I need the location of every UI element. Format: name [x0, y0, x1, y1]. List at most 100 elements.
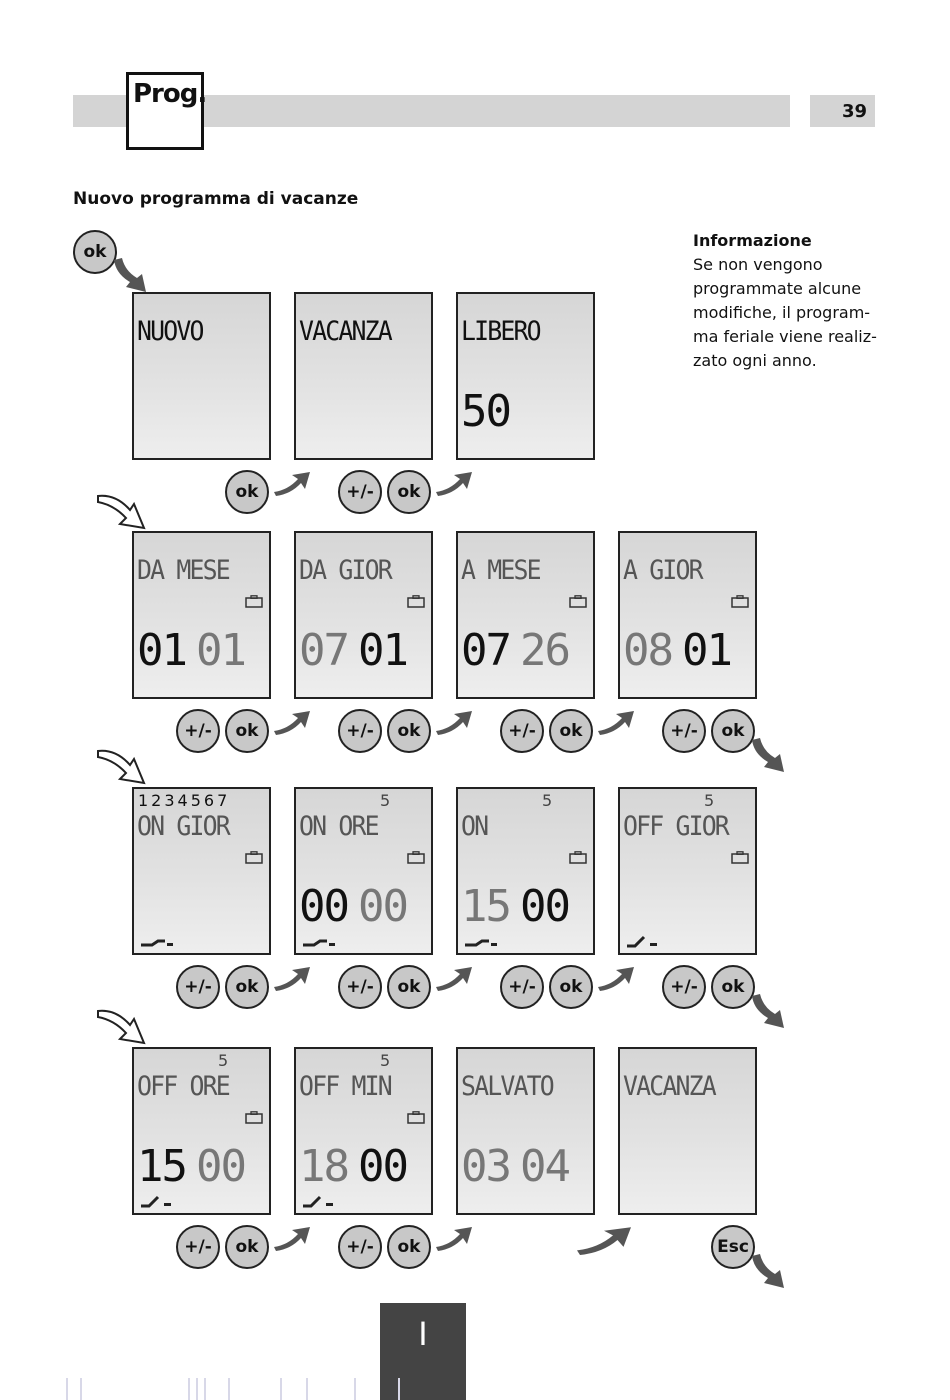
day-number: 5: [542, 791, 553, 810]
plus-minus-button[interactable]: +/-: [500, 965, 544, 1009]
day-number: 5: [380, 791, 391, 810]
lcd-digits: 26: [519, 625, 571, 676]
lcd-label: DA GIOR: [299, 555, 393, 586]
return-arrow-icon: [96, 745, 148, 787]
plus-minus-button[interactable]: +/-: [176, 1225, 220, 1269]
down-right-arrow-icon: [748, 1252, 788, 1292]
lcd-label: ON ORE: [299, 811, 380, 842]
lcd-digits: 01: [681, 625, 733, 676]
ok-button[interactable]: ok: [711, 709, 755, 753]
ok-button[interactable]: ok: [225, 709, 269, 753]
lcd-label: A MESE: [461, 555, 542, 586]
lcd-label: SALVATO: [461, 1071, 555, 1102]
lcd-digits: 07: [461, 625, 512, 676]
lcd-label: VACANZA: [623, 1071, 717, 1102]
prog-tab: Prog.: [126, 72, 207, 150]
briefcase-icon: [407, 595, 425, 608]
briefcase-icon: [731, 595, 749, 608]
right-arrow-icon: [574, 1225, 634, 1255]
plus-minus-button[interactable]: +/-: [338, 1225, 382, 1269]
ok-button[interactable]: ok: [549, 709, 593, 753]
lcd-digits: 01: [357, 625, 409, 676]
margin-mark: [66, 1378, 68, 1400]
ok-button[interactable]: ok: [387, 965, 431, 1009]
briefcase-icon: [569, 595, 587, 608]
ok-button[interactable]: ok: [225, 1225, 269, 1269]
info-line: programmate alcune: [693, 279, 862, 298]
ok-button[interactable]: ok: [225, 965, 269, 1009]
briefcase-icon: [407, 851, 425, 864]
plus-minus-button[interactable]: +/-: [176, 709, 220, 753]
lcd-digits: 00: [299, 881, 350, 932]
weekday-numbers: 1234567: [138, 791, 231, 810]
margin-mark: [204, 1378, 206, 1400]
lcd-digits: 07: [299, 625, 350, 676]
plus-minus-button[interactable]: +/-: [500, 709, 544, 753]
switch-off-icon: [626, 934, 660, 948]
switch-on-icon: [140, 934, 174, 948]
lcd-screen-nuovo: NUOVO: [132, 292, 271, 460]
lcd-digits: 01: [137, 625, 188, 676]
right-arrow-icon: [272, 965, 312, 991]
briefcase-icon: [245, 1111, 263, 1124]
plus-minus-button[interactable]: +/-: [338, 709, 382, 753]
day-number: 5: [704, 791, 715, 810]
ok-button[interactable]: ok: [387, 1225, 431, 1269]
ok-button[interactable]: ok: [73, 230, 117, 274]
info-heading: Informazione: [693, 231, 812, 250]
lcd-digits: 15: [137, 1141, 188, 1192]
lcd-label: DA MESE: [137, 555, 231, 586]
lcd-label: A GIOR: [623, 555, 704, 586]
lcd-digits: 15: [461, 881, 512, 932]
lcd-label: ON: [461, 811, 489, 842]
section-title: Nuovo programma di vacanze: [73, 189, 359, 209]
lcd-label: OFF MIN: [299, 1071, 393, 1102]
lcd-screen-on-gior: 1234567 ON GIOR: [132, 787, 271, 955]
ok-button[interactable]: ok: [387, 470, 431, 514]
lcd-digits: 04: [519, 1141, 571, 1192]
briefcase-icon: [569, 851, 587, 864]
margin-mark: [80, 1378, 82, 1400]
right-arrow-icon: [272, 470, 312, 496]
ok-button[interactable]: ok: [549, 965, 593, 1009]
plus-minus-button[interactable]: +/-: [338, 470, 382, 514]
lcd-digits: 00: [357, 881, 409, 932]
plus-minus-button[interactable]: +/-: [176, 965, 220, 1009]
lcd-screen-vacanza: VACANZA: [294, 292, 433, 460]
lcd-digits: 00: [519, 881, 571, 932]
switch-on-icon: [302, 934, 336, 948]
plus-minus-button[interactable]: +/-: [338, 965, 382, 1009]
plus-minus-button[interactable]: +/-: [662, 965, 706, 1009]
ok-button[interactable]: ok: [711, 965, 755, 1009]
lcd-label: NUOVO: [137, 316, 204, 347]
language-tab: I: [380, 1303, 466, 1400]
briefcase-icon: [407, 1111, 425, 1124]
page-number: 39: [810, 95, 875, 127]
briefcase-icon: [731, 851, 749, 864]
lcd-screen-vacanza-final: VACANZA: [618, 1047, 757, 1215]
plus-minus-button[interactable]: +/-: [662, 709, 706, 753]
ok-button[interactable]: ok: [225, 470, 269, 514]
info-line: zato ogni anno.: [693, 351, 817, 370]
return-arrow-icon: [96, 1005, 148, 1047]
ok-button[interactable]: ok: [387, 709, 431, 753]
right-arrow-icon: [434, 709, 474, 735]
lcd-screen-libero: LIBERO 50: [456, 292, 595, 460]
lcd-digits: 03: [461, 1141, 512, 1192]
lcd-digits: 00: [357, 1141, 409, 1192]
day-number: 5: [218, 1051, 229, 1070]
lcd-label: VACANZA: [299, 316, 393, 347]
right-arrow-icon: [272, 709, 312, 735]
esc-button[interactable]: Esc: [711, 1225, 755, 1269]
switch-on-icon: [464, 934, 498, 948]
